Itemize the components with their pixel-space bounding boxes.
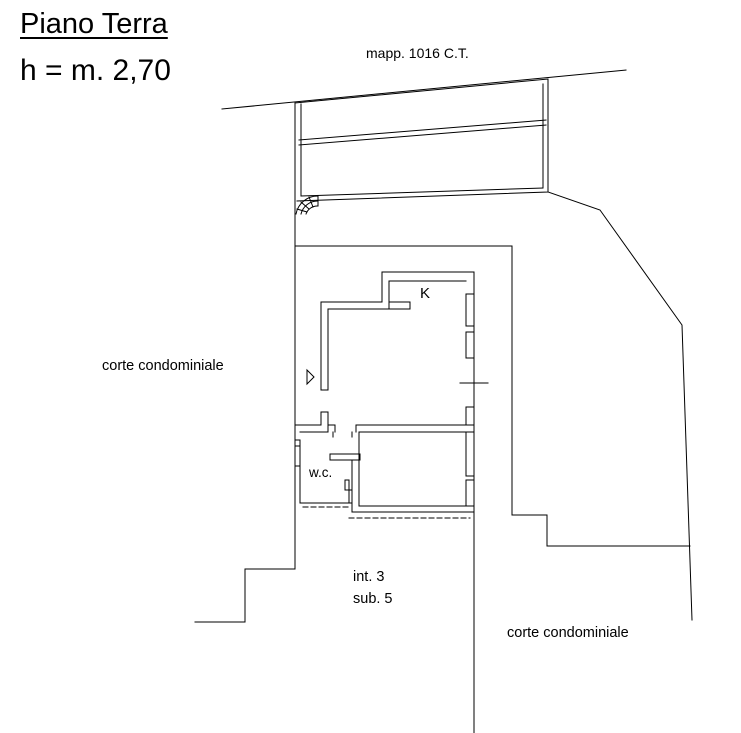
- parcel-label: mapp. 1016 C.T.: [366, 45, 469, 61]
- kitchen-label: K: [420, 285, 431, 302]
- porch-band: [294, 78, 549, 202]
- spiral-stair-icon: [295, 195, 319, 215]
- apartment-walls: [294, 271, 475, 513]
- windows: [294, 293, 475, 507]
- entrance-arrow-icon: [306, 368, 315, 386]
- unit-int-label: int. 3: [353, 569, 385, 585]
- court-label-right: corte condominiale: [507, 625, 629, 641]
- court-label-left: corte condominiale: [102, 358, 224, 374]
- floor-height: h = m. 2,70: [20, 54, 171, 87]
- wc-label: w.c.: [309, 465, 333, 480]
- unit-sub-label: sub. 5: [353, 591, 393, 607]
- page-title: Piano Terra: [20, 8, 168, 40]
- parcel-boundary: [194, 69, 693, 623]
- door-stubs: [332, 431, 353, 438]
- yard-wall: [294, 245, 691, 547]
- dashed-overhang: [302, 506, 471, 519]
